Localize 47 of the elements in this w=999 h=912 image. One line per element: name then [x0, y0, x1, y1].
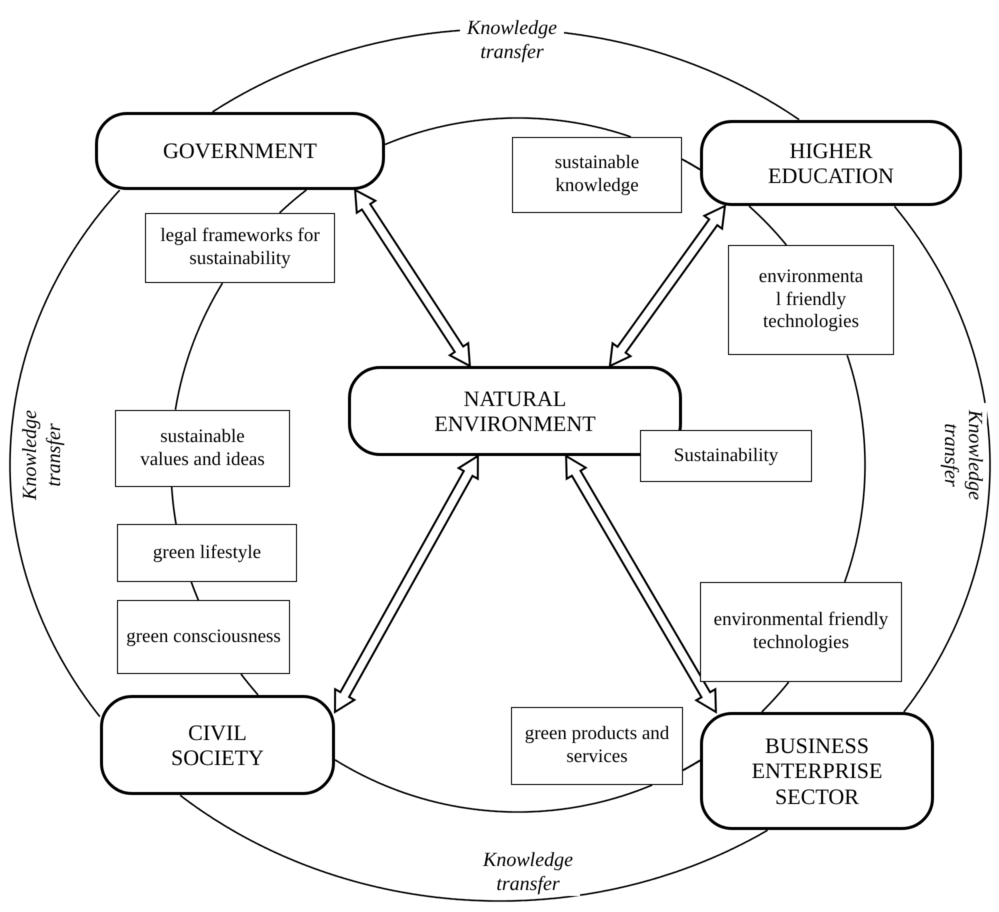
node-label: Sustainability	[674, 444, 778, 468]
text-box	[145, 213, 335, 283]
circle-arc	[761, 682, 790, 713]
rounded-box	[700, 712, 934, 830]
node-label: environmenta l friendly technologies	[758, 266, 864, 334]
edge-label: Knowledge transfer	[939, 403, 987, 507]
circle-arc	[240, 673, 259, 696]
node-label: CIVIL SOCIETY	[170, 720, 265, 770]
rounded-box	[95, 112, 385, 190]
circle-arc	[180, 794, 768, 902]
circle-arc	[9, 190, 120, 718]
node-label: sustainable values and ideas	[139, 426, 266, 472]
node-label: HIGHER EDUCATION	[767, 138, 895, 188]
node-label: sustainable knowledge	[554, 152, 640, 198]
node-label: green consciousness	[126, 626, 281, 648]
circle-arc	[682, 760, 701, 771]
circle-arc	[844, 354, 866, 582]
node-label: GOVERNMENT	[163, 138, 317, 164]
text-box	[640, 430, 812, 482]
double-arrow	[334, 454, 479, 714]
circle-arc	[190, 581, 200, 601]
double-arrow	[565, 454, 717, 714]
node-label: legal frameworks for sustainability	[159, 225, 321, 271]
text-box	[728, 245, 894, 355]
rounded-box	[100, 695, 335, 795]
text-box	[511, 707, 683, 785]
text-box	[512, 137, 682, 213]
text-box	[115, 410, 290, 487]
double-arrow	[354, 188, 472, 368]
circle-arc	[174, 282, 224, 410]
circle-arc	[894, 206, 991, 712]
node-label: BUSINESS ENTERPRISE SECTOR	[750, 733, 884, 809]
node-label: NATURAL ENVIRONMENT	[433, 386, 597, 436]
text-box	[117, 524, 297, 582]
rounded-box	[700, 120, 962, 206]
circle-arc	[681, 158, 701, 170]
circle-arc	[278, 189, 307, 214]
circle-arc	[170, 486, 177, 525]
circle-arc	[384, 117, 632, 146]
text-box	[700, 582, 902, 682]
circle-arc	[334, 759, 652, 813]
node-label: environmental friendly technologies	[712, 609, 890, 655]
text-box	[117, 600, 290, 674]
node-label: green products and services	[524, 723, 670, 769]
node-label: green lifestyle	[152, 542, 262, 564]
double-arrow	[608, 204, 726, 368]
circle-arc	[748, 205, 787, 246]
